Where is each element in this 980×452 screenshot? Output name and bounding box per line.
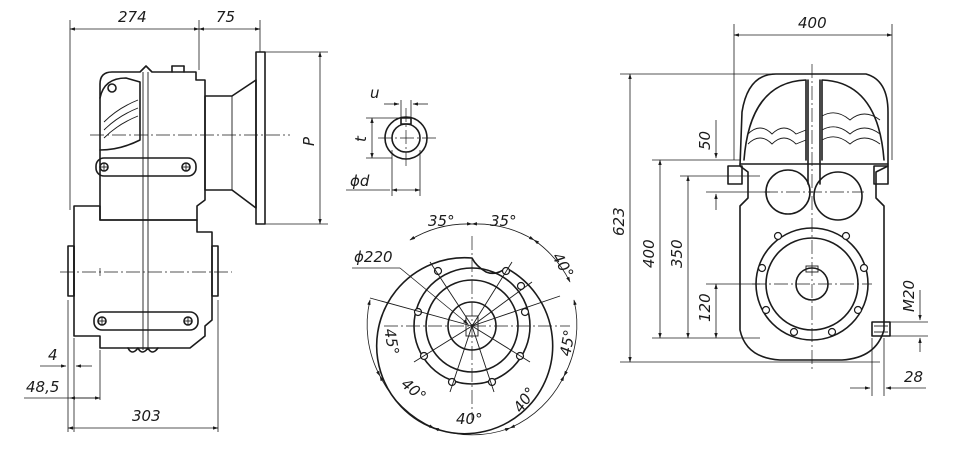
dim-t: t: [352, 135, 370, 142]
motor-flange: [255, 51, 266, 225]
angle-40-bottom-right: 40°: [510, 384, 540, 416]
angle-35-left: 35°: [428, 212, 455, 230]
side-view: 274 75 P 4 48,5 303: [24, 8, 328, 432]
dim-phi-220: ϕ220: [354, 248, 393, 266]
lower-housing-outline: [73, 205, 213, 349]
dim-50: 50: [696, 131, 714, 150]
dim-phi-d: ϕd: [350, 172, 370, 190]
dim-48-5: 48,5: [26, 378, 59, 396]
front-view: 400 623 400 350 50 120 M20: [610, 14, 928, 396]
angle-45-right: 45°: [556, 328, 578, 357]
dim-623: 623: [610, 207, 628, 236]
angle-40-bottom-left: 40°: [398, 375, 430, 406]
shaft-detail: u t ϕd: [346, 84, 436, 196]
dim-120: 120: [696, 293, 714, 322]
dim-u: u: [370, 84, 380, 102]
upper-housing-outline: [99, 65, 206, 221]
dim-m20: M20: [900, 280, 918, 312]
lug-left: [727, 165, 743, 185]
lug-right: [873, 165, 889, 185]
dim-400-height: 400: [640, 239, 658, 268]
dim-274: 274: [118, 8, 147, 26]
angle-45-left: 45°: [380, 327, 402, 356]
dim-303: 303: [132, 407, 161, 425]
angle-40-bottom: 40°: [456, 410, 483, 428]
drain-plug: [871, 321, 891, 337]
flange-view: 35° 35° 40° 45° 40° 40° 40° 45° ϕ220: [352, 212, 579, 436]
output-shaft-right: [211, 245, 219, 297]
front-bolts: [757, 231, 869, 337]
dim-p: P: [300, 136, 318, 146]
vent-plug: [107, 83, 117, 93]
dim-4: 4: [48, 346, 58, 364]
angle-40-top-right: 40°: [548, 249, 577, 281]
front-housing-outline: [739, 73, 889, 361]
angle-35-right: 35°: [490, 212, 517, 230]
dim-28: 28: [904, 368, 923, 386]
upper-clamp-bar: [95, 157, 197, 177]
dim-350: 350: [668, 239, 686, 268]
intermediate-shaft-2: [813, 171, 863, 221]
housing-cover-curve: [99, 77, 141, 151]
dim-75: 75: [216, 8, 235, 26]
output-shaft-left: [67, 245, 75, 297]
lower-clamp-bar: [93, 311, 199, 331]
dim-400-width: 400: [798, 14, 827, 32]
motor-adapter: [204, 79, 257, 209]
